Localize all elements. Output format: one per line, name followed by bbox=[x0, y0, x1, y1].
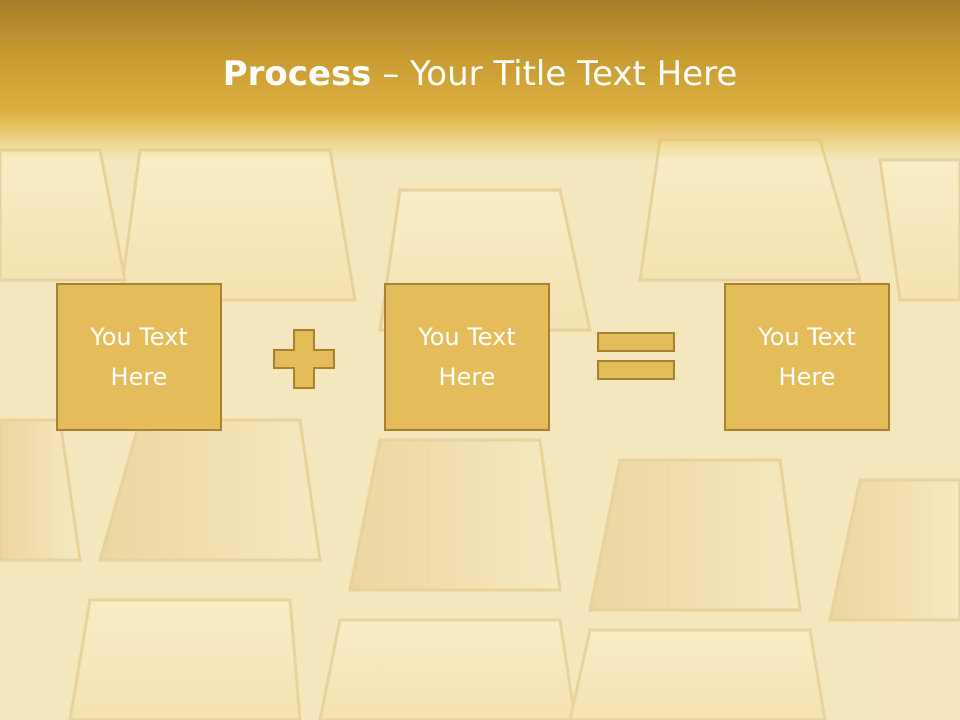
title-rest-part: – Your Title Text Here bbox=[371, 54, 738, 94]
process-box-1[interactable]: You Text Here bbox=[56, 283, 222, 431]
equals-bottom-bar bbox=[597, 360, 675, 380]
process-box-2-text: You Text Here bbox=[418, 323, 516, 391]
process-box-2[interactable]: You Text Here bbox=[384, 283, 550, 431]
title-band bbox=[0, 0, 960, 160]
slide-title: Process – Your Title Text Here bbox=[0, 52, 960, 96]
equals-icon bbox=[596, 330, 678, 384]
process-box-1-text: You Text Here bbox=[90, 323, 188, 391]
equals-top-bar bbox=[597, 332, 675, 352]
process-box-3-text: You Text Here bbox=[758, 323, 856, 391]
process-box-3[interactable]: You Text Here bbox=[724, 283, 890, 431]
plus-icon bbox=[273, 329, 335, 389]
title-bold-part: Process bbox=[222, 54, 372, 94]
